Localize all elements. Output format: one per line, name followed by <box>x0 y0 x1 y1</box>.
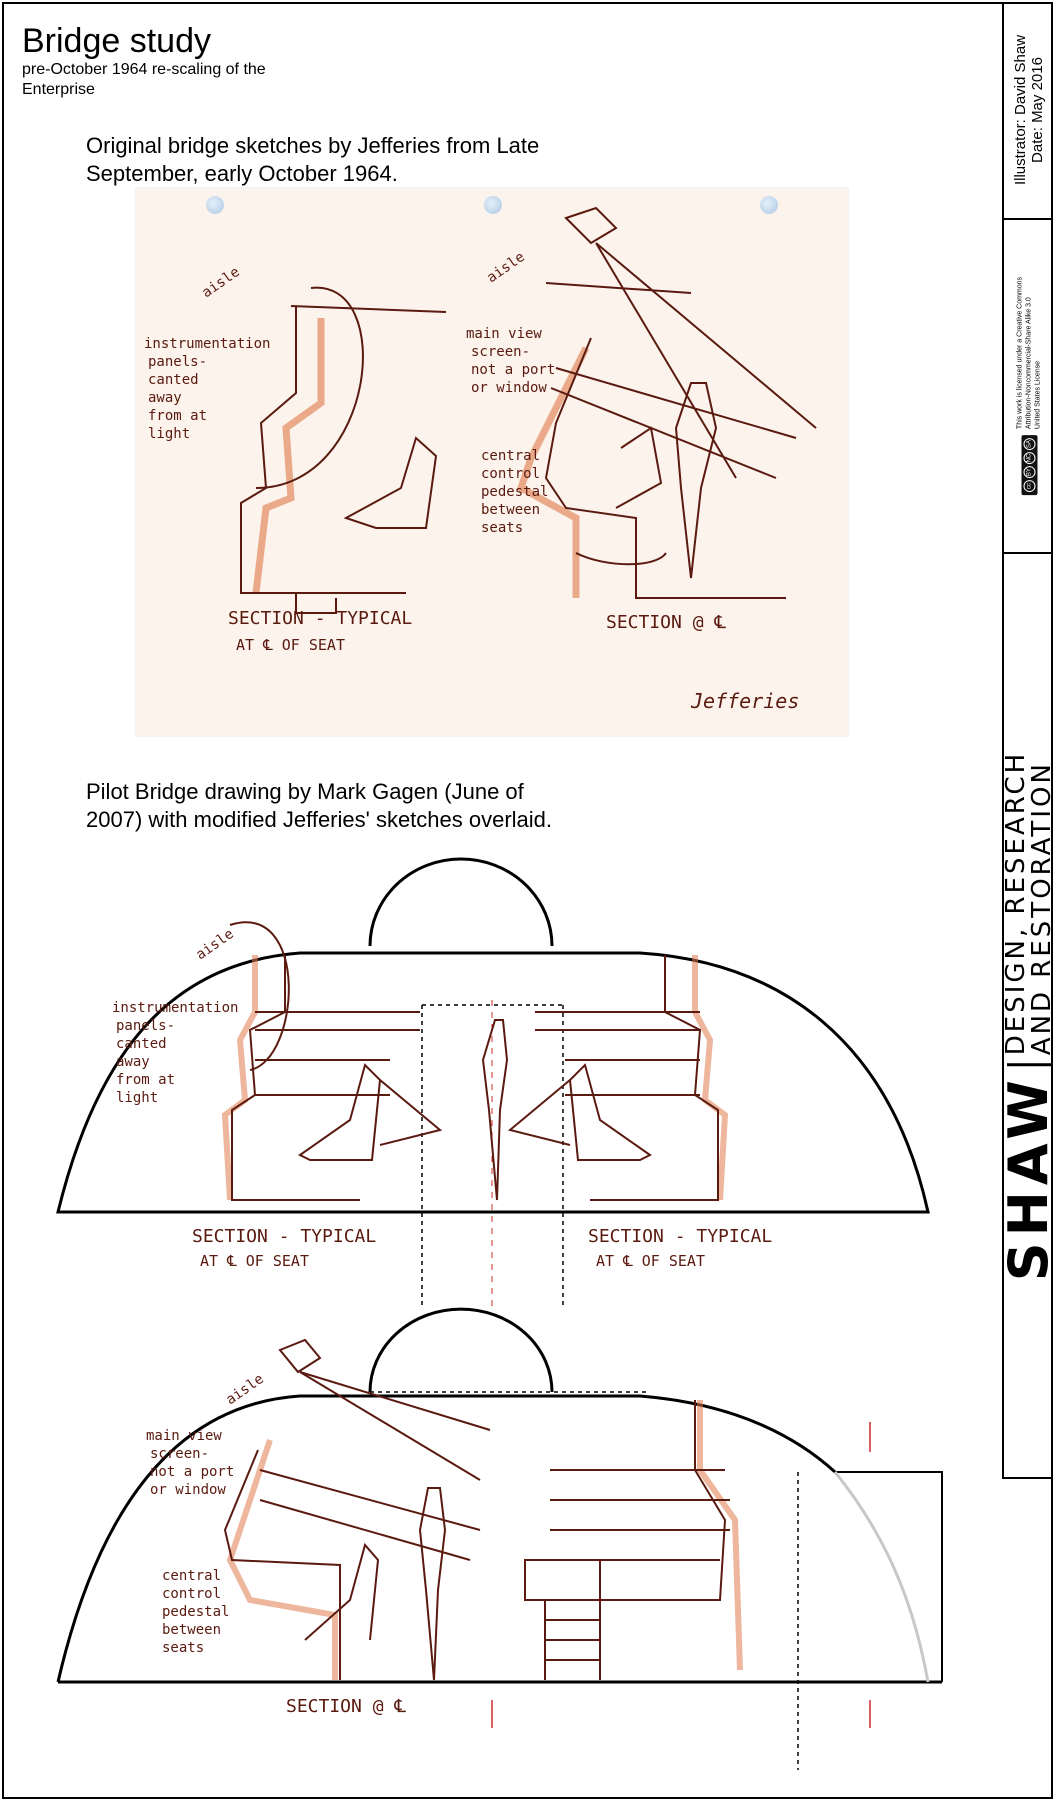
brand-divider <box>1006 1062 1051 1066</box>
note-central-pedestal: pedestal <box>162 1604 229 1620</box>
note-instrumentation: canted <box>148 372 199 388</box>
brand-name: SHAW <box>1004 1073 1053 1281</box>
label-section-typical: SECTION - TYPICAL <box>192 1226 376 1247</box>
label-section-typical: SECTION - TYPICAL <box>588 1226 772 1247</box>
by-icon: BY <box>1022 466 1035 479</box>
note-central-pedestal: between <box>162 1622 221 1638</box>
license-text: United States License <box>1034 360 1041 430</box>
note-main-view: not a port <box>471 362 555 378</box>
note-central-pedestal: control <box>481 466 540 482</box>
note-central-pedestal: pedestal <box>481 484 548 500</box>
illustrator-name: Illustrator: David Shaw <box>1011 34 1029 186</box>
binder-hole <box>760 196 778 214</box>
note-central-pedestal: seats <box>481 520 523 536</box>
drawing-date: Date: May 2016 <box>1028 57 1046 163</box>
cc-icon: cc <box>1022 480 1035 493</box>
note-instrumentation: instrumentation <box>112 1000 238 1016</box>
label-section-center: SECTION @ ℄ <box>286 1696 406 1717</box>
binder-hole <box>484 196 502 214</box>
note-main-view: screen- <box>471 344 530 360</box>
note-central-pedestal: central <box>481 448 540 464</box>
note-instrumentation: from at <box>148 408 207 424</box>
caption-pilot-bridge: Pilot Bridge drawing by Mark Gagen (June… <box>86 779 553 832</box>
title-block-sidebar: Illustrator: David Shaw Date: May 2016 c… <box>1002 2 1053 1479</box>
brand-tagline: AND RESTORATION <box>1026 760 1054 1055</box>
original-sketch-sheet: aisle instrumentation panels- canted awa… <box>136 188 848 736</box>
brand-cell: SHAW DESIGN, RESEARCH AND RESTORATION <box>1004 554 1053 1479</box>
note-instrumentation: away <box>148 390 182 406</box>
license-text: Attribution-Noncommercial-Share Alike 3.… <box>1025 297 1032 430</box>
note-instrumentation: panels- <box>116 1018 175 1034</box>
page-title: Bridge study <box>22 22 211 60</box>
title-block: Bridge study pre-October 1964 re-scaling… <box>22 22 302 100</box>
note-main-view: or window <box>150 1482 226 1498</box>
label-section-center: SECTION @ ℄ <box>606 612 726 633</box>
note-central-pedestal: control <box>162 1586 221 1602</box>
note-main-view: or window <box>471 380 547 396</box>
note-central-pedestal: between <box>481 502 540 518</box>
jefferies-signature: Jefferies <box>690 689 799 713</box>
label-section-typical-sub: AT ℄ OF SEAT <box>596 1252 705 1270</box>
note-aisle: aisle <box>193 926 237 963</box>
label-section-typical: SECTION - TYPICAL <box>228 608 412 629</box>
note-central-pedestal: central <box>162 1568 221 1584</box>
note-instrumentation: canted <box>116 1036 167 1052</box>
note-main-view: main view <box>466 326 542 342</box>
binder-hole <box>206 196 224 214</box>
note-instrumentation: away <box>116 1054 150 1070</box>
illustrator-cell: Illustrator: David Shaw Date: May 2016 <box>1004 2 1053 220</box>
note-main-view: main view <box>146 1428 222 1444</box>
note-instrumentation: from at <box>116 1072 175 1088</box>
note-main-view: screen- <box>150 1446 209 1462</box>
page-subtitle: pre-October 1964 re-scaling of the Enter… <box>22 61 266 98</box>
sa-icon: SA <box>1022 438 1035 451</box>
creative-commons-badge: cc BY NC SA <box>1020 435 1037 496</box>
label-section-typical-sub: AT ℄ OF SEAT <box>200 1252 309 1270</box>
license-text: This work is licensed under a Creative C… <box>1016 276 1023 430</box>
note-instrumentation: panels- <box>148 354 207 370</box>
section-center-overlay: aisle main view screen- not a port or wi… <box>56 1307 943 1770</box>
note-main-view: not a port <box>150 1464 234 1480</box>
brand-tagline: DESIGN, RESEARCH <box>1004 750 1031 1055</box>
jefferies-sketch: aisle instrumentation panels- canted awa… <box>144 206 817 713</box>
label-section-typical-sub: AT ℄ OF SEAT <box>236 636 345 654</box>
license-cell: cc BY NC SA This work is licensed under … <box>1004 220 1053 554</box>
note-instrumentation: light <box>148 426 190 442</box>
note-instrumentation: instrumentation <box>144 336 270 352</box>
pilot-bridge-overlay: aisle instrumentation panels- canted awa… <box>56 857 943 1770</box>
note-instrumentation: light <box>116 1090 158 1106</box>
nc-icon: NC <box>1022 452 1035 465</box>
note-central-pedestal: seats <box>162 1640 204 1656</box>
caption-original-sketches: Original bridge sketches by Jefferies fr… <box>86 133 540 186</box>
section-typical-overlay: aisle instrumentation panels- canted awa… <box>56 857 930 1310</box>
